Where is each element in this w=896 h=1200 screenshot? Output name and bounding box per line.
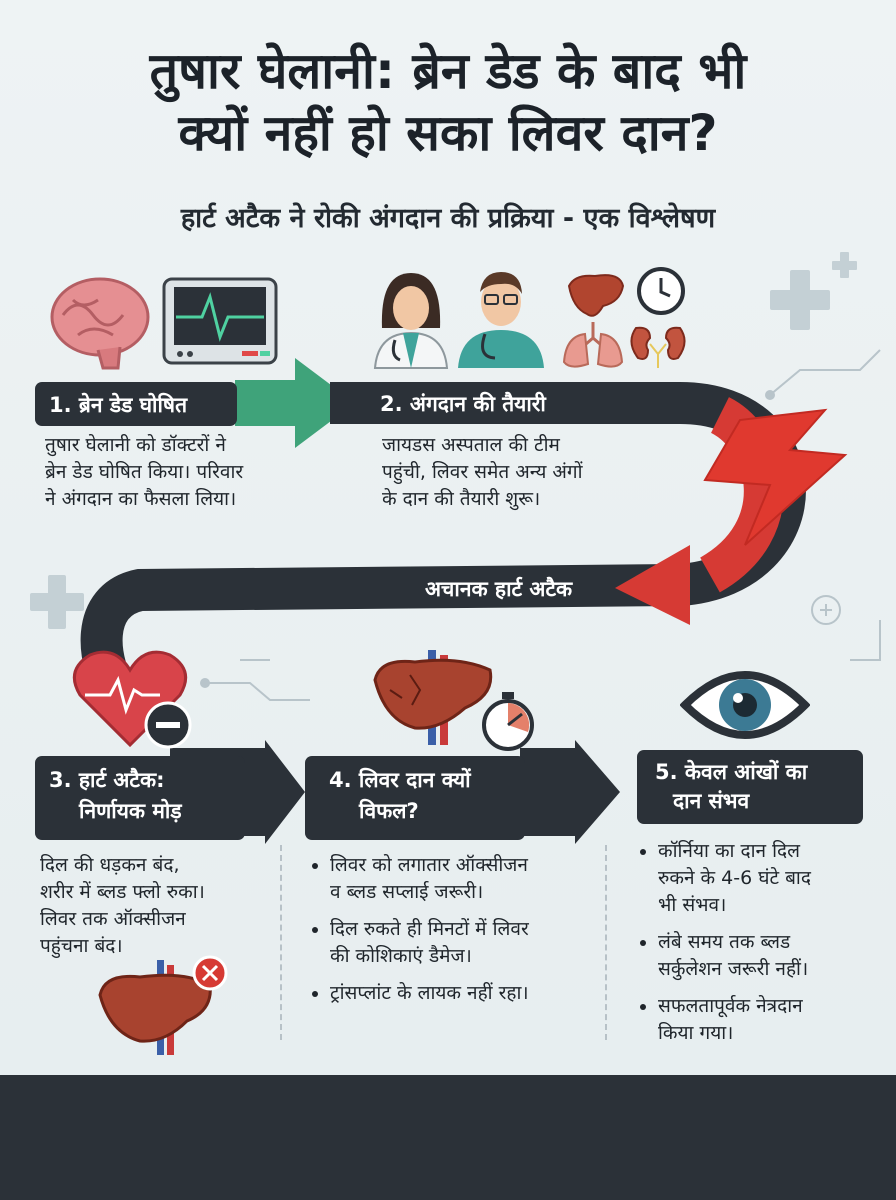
step-4-label-line: विफल? bbox=[359, 799, 419, 823]
step-2-line: के दान की तैयारी शुरू। bbox=[382, 488, 541, 510]
step-3-line: लिवर तक ऑक्सीजन bbox=[40, 908, 186, 930]
page-subtitle: हार्ट अटैक ने रोकी अंगदान की प्रक्रिया -… bbox=[180, 203, 716, 234]
step-4-bullet: ट्रांसप्लांट के लायक नहीं रहा। bbox=[330, 980, 602, 1007]
lightning-icon bbox=[703, 408, 848, 546]
step-2-label: 2. अंगदान की तैयारी bbox=[380, 392, 546, 416]
damaged-liver-icon bbox=[373, 650, 493, 745]
step-1-line: ने अंगदान का फैसला लिया। bbox=[45, 488, 237, 510]
step-2-text: जायडस अस्पताल की टीम पहुंची, लिवर समेत अ… bbox=[382, 432, 672, 513]
lungs-icon bbox=[562, 322, 624, 368]
step-3-line: पहुंचना बंद। bbox=[40, 935, 123, 957]
step-4-label-line: 4. लिवर दान क्यों bbox=[329, 768, 471, 792]
step-3-label-line: निर्णायक मोड़ bbox=[79, 799, 182, 823]
step-5-bullets: कॉर्निया का दान दिलरुकने के 4-6 घंटे बाद… bbox=[640, 838, 880, 1057]
step-2-line: पहुंची, लिवर समेत अन्य अंगों bbox=[382, 461, 583, 483]
failed-liver-icon bbox=[98, 955, 228, 1055]
heart-icon bbox=[72, 650, 192, 749]
medical-cross-icon bbox=[30, 252, 857, 629]
eye-icon bbox=[680, 671, 810, 739]
column-divider bbox=[605, 845, 607, 1040]
heart-monitor-icon bbox=[162, 277, 278, 365]
step-5-bullet: सफलतापूर्वक नेत्रदानकिया गया। bbox=[658, 993, 880, 1047]
liver-icon bbox=[567, 274, 625, 317]
title-line-1: तुषार घेलानी: ब्रेन डेड के बाद भी bbox=[149, 42, 747, 100]
step-1-text: तुषार घेलानी को डॉक्टरों ने ब्रेन डेड घो… bbox=[45, 432, 305, 513]
step-5-label: 5. केवल आंखों का दान संभव bbox=[637, 750, 863, 824]
step-5-label-line: 5. केवल आंखों का bbox=[655, 760, 808, 784]
kidneys-icon bbox=[630, 326, 686, 368]
step-3-line: दिल की धड़कन बंद, bbox=[40, 854, 180, 876]
step-4-bullet: लिवर को लगातार ऑक्सीजनव ब्लड सप्लाई जरूर… bbox=[330, 852, 602, 906]
step-5-bullet: कॉर्निया का दान दिलरुकने के 4-6 घंटे बाद… bbox=[658, 838, 880, 919]
step-1-line: तुषार घेलानी को डॉक्टरों ने bbox=[45, 434, 226, 456]
female-doctor-icon bbox=[373, 273, 449, 369]
male-doctor-icon bbox=[458, 272, 544, 368]
clock-icon bbox=[637, 267, 685, 315]
step-2-line: जायडस अस्पताल की टीम bbox=[382, 434, 560, 456]
stopwatch-icon bbox=[482, 692, 534, 751]
arrow-label: अचानक हार्ट अटैक bbox=[425, 577, 573, 601]
step-1-line: ब्रेन डेड घोषित किया। परिवार bbox=[45, 461, 244, 483]
title-line-2: क्यों नहीं हो सका लिवर दान? bbox=[178, 104, 718, 162]
bottom-arrow-2 bbox=[520, 740, 620, 844]
green-arrow bbox=[235, 358, 355, 448]
step-4-label: 4. लिवर दान क्यों विफल? bbox=[305, 756, 525, 840]
step-5-label-line: दान संभव bbox=[673, 789, 750, 813]
step-4-bullet: दिल रुकते ही मिनटों में लिवरकी कोशिकाएं … bbox=[330, 916, 602, 970]
step-1-label: 1. ब्रेन डेड घोषित bbox=[35, 382, 237, 426]
step-4-bullets: लिवर को लगातार ऑक्सीजनव ब्लड सप्लाई जरूर… bbox=[312, 852, 602, 1017]
step-3-label: 3. हार्ट अटैक: निर्णायक मोड़ bbox=[35, 756, 245, 840]
page-title: तुषार घेलानी: ब्रेन डेड के बाद भी क्यों … bbox=[0, 40, 896, 164]
step-3-text: दिल की धड़कन बंद, शरीर में ब्लड फ्लो रुक… bbox=[40, 852, 270, 960]
column-divider bbox=[280, 845, 282, 1040]
footer-band bbox=[0, 1075, 896, 1200]
brain-icon bbox=[50, 277, 150, 370]
step-3-label-line: 3. हार्ट अटैक: bbox=[49, 768, 165, 792]
step-3-line: शरीर में ब्लड फ्लो रुका। bbox=[40, 881, 205, 903]
red-arrowhead bbox=[615, 545, 690, 625]
